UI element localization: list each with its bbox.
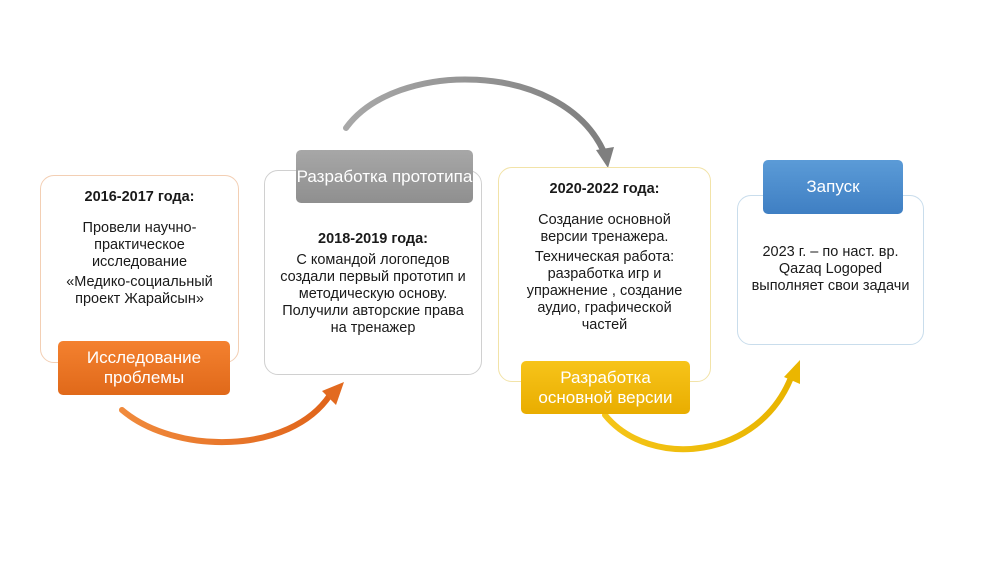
stage-label-2: Разработка прототипа — [296, 150, 473, 203]
stage-card-2: 2018-2019 года: С командой логопедов соз… — [264, 170, 482, 375]
stage-card-3: 2020-2022 года: Создание основной версии… — [498, 167, 711, 382]
stage-3-heading: 2020-2022 года: — [549, 181, 660, 197]
arrow-yellow — [602, 372, 795, 453]
stage-card-4: 2023 г. – по наст. вр. Qazaq Logoped вып… — [737, 195, 924, 345]
stage-3-text-2: Техническая работа: разработка игр и упр… — [526, 249, 683, 333]
stage-2-text-1: С командой логопедов создали первый прот… — [280, 252, 466, 336]
arrow-gray — [343, 76, 606, 153]
stage-1-text-1: Провели научно-практическое исследование — [82, 220, 197, 270]
stage-1-text-2: «Медико-социальный проект Жарайсын» — [66, 274, 213, 307]
stage-3-text-1: Создание основной версии тренажера. — [538, 212, 671, 245]
stage-card-1: 2016-2017 года: Провели научно-практичес… — [40, 175, 239, 363]
stage-2-heading: 2018-2019 года: — [318, 231, 428, 247]
stage-label-3: Разработка основной версии — [521, 361, 690, 414]
arrow-yellow-head — [784, 360, 800, 384]
arrow-orange-head — [322, 382, 344, 405]
stage-label-4: Запуск — [763, 160, 903, 214]
stage-4-text-1: 2023 г. – по наст. вр. Qazaq Logoped вып… — [751, 244, 910, 294]
stage-label-1: Исследование проблемы — [58, 341, 230, 395]
arrow-gray-head — [596, 147, 614, 168]
arrow-orange — [119, 392, 333, 446]
stage-1-heading: 2016-2017 года: — [84, 189, 195, 205]
